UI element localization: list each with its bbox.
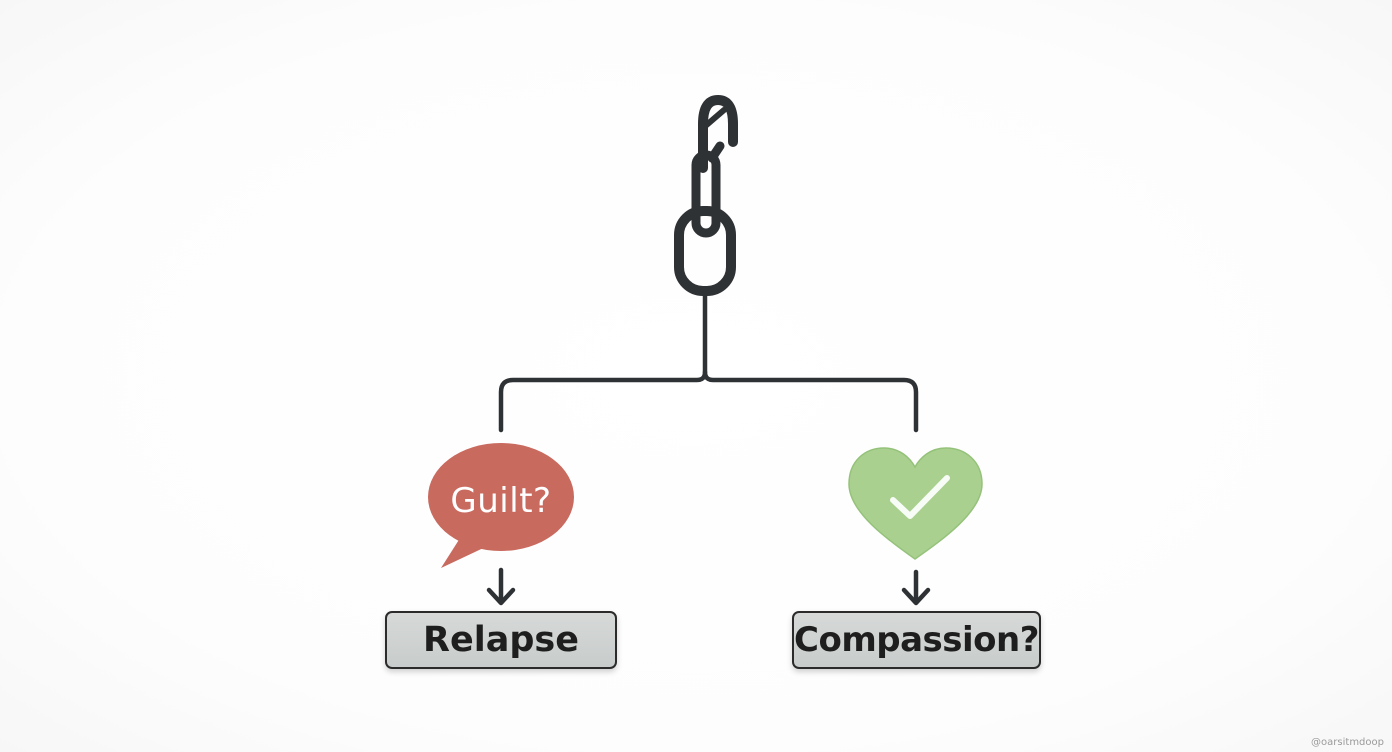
relapse-label: Relapse — [423, 620, 579, 660]
relapse-box: Relapse — [385, 611, 617, 669]
bubble-label-guilt: Guilt? — [450, 481, 552, 521]
heart-check-icon — [848, 447, 983, 560]
arrow-down-left — [486, 567, 516, 606]
speech-bubble-icon — [428, 443, 574, 568]
compassion-label: Compassion? — [794, 620, 1039, 660]
watermark-text: @oarsitmdoop — [1311, 737, 1384, 748]
compassion-box: Compassion? — [792, 611, 1041, 669]
arrow-down-right — [901, 569, 931, 606]
chain-link-icon — [674, 95, 738, 296]
branch-connector — [498, 289, 919, 433]
